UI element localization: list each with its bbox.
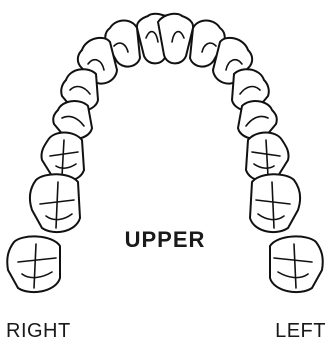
right-side-label: RIGHT bbox=[6, 320, 71, 343]
tooth-left-first-molar[interactable] bbox=[246, 133, 289, 181]
tooth-left-central-incisor[interactable] bbox=[158, 14, 193, 64]
tooth-right-first-molar[interactable] bbox=[41, 133, 84, 181]
left-side-label: LEFT bbox=[275, 320, 326, 343]
tooth-left-second-molar[interactable] bbox=[250, 174, 300, 232]
arch-label: UPPER bbox=[0, 227, 330, 253]
tooth-right-second-molar[interactable] bbox=[30, 174, 80, 232]
